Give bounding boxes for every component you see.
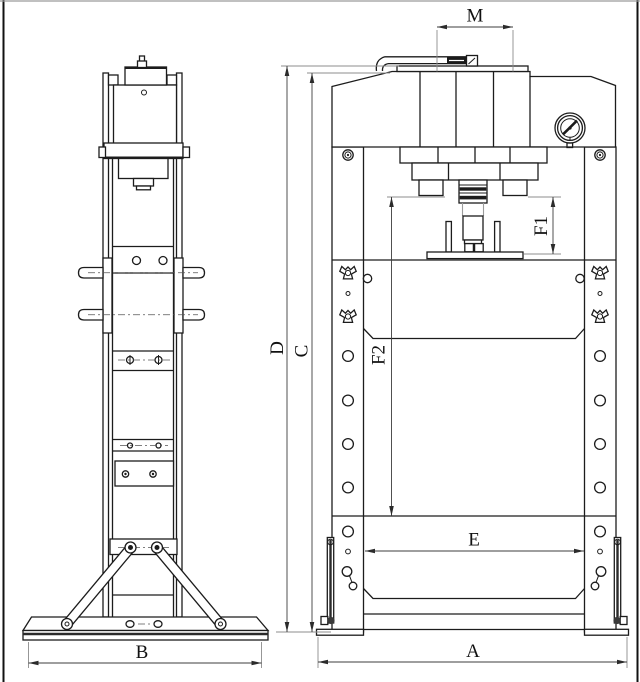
dim-label-e: E	[468, 530, 480, 551]
table-clamps	[339, 265, 609, 324]
dimension-d: D	[267, 65, 399, 633]
dimensions: M D C F1	[28, 6, 628, 668]
ram-nose	[458, 179, 488, 204]
dim-label-b: B	[136, 642, 149, 663]
press-head	[331, 65, 617, 148]
pressure-gauge	[554, 112, 586, 149]
piston-rod	[462, 215, 484, 241]
dim-label-d: D	[267, 341, 288, 355]
dim-label-c: C	[292, 345, 313, 358]
dimension-b: B	[28, 642, 262, 668]
side-view	[21, 55, 270, 641]
ram-assembly	[399, 146, 548, 260]
side-crossbar	[103, 142, 184, 160]
foot-bracket-right	[583, 536, 630, 636]
dim-label-a: A	[466, 641, 480, 662]
table-pins-side	[77, 266, 206, 321]
foot-bracket-left	[315, 536, 365, 636]
dimension-a: A	[317, 637, 628, 668]
dim-label-f2: F2	[369, 345, 390, 365]
front-view	[315, 54, 630, 636]
diagonal-braces	[60, 541, 227, 631]
dimension-e: E	[365, 530, 584, 554]
front-leg-left	[331, 146, 365, 633]
dimension-c: C	[292, 72, 390, 632]
dim-label-f1: F1	[531, 216, 552, 236]
dimension-m: M	[436, 6, 514, 72]
pump-handle	[375, 54, 479, 72]
dim-label-m: M	[467, 6, 484, 27]
work-platen	[426, 251, 524, 260]
head-bolts	[342, 149, 606, 161]
dimension-f1: F1	[524, 196, 561, 255]
base-side	[21, 616, 270, 641]
front-leg-right	[583, 146, 617, 633]
leg-holes	[341, 349, 607, 591]
dimension-f2: F2	[369, 196, 445, 516]
cylinder-side	[117, 157, 169, 180]
